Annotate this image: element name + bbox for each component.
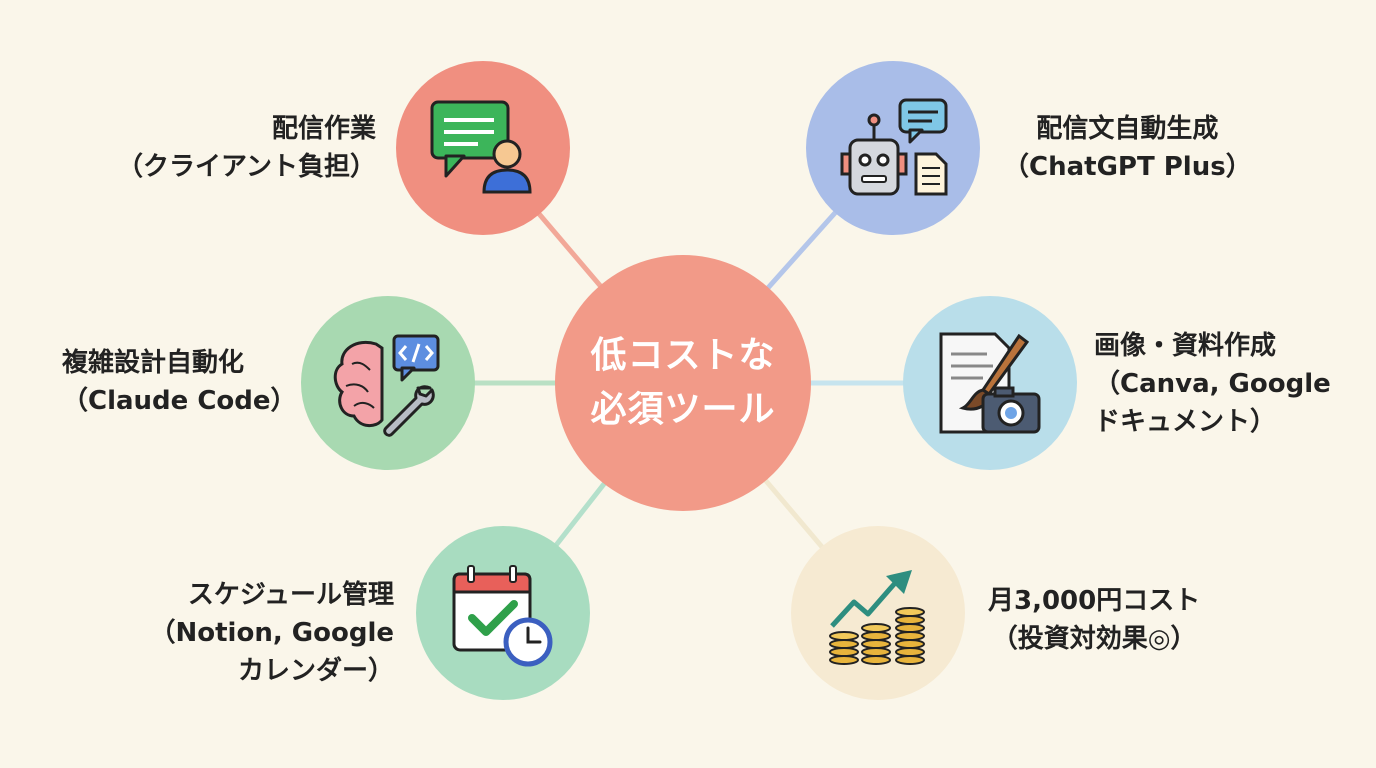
hub-title-line2: 必須ツール: [590, 389, 776, 430]
label-generation-line1: 配信文自動生成: [1036, 114, 1219, 144]
label-image-line3: ドキュメント）: [1094, 407, 1277, 437]
label-image: 画像・資料作成 （Canva, Google ドキュメント）: [1094, 327, 1331, 441]
label-schedule-line3: カレンダー）: [237, 656, 394, 686]
label-image-line1: 画像・資料作成: [1094, 331, 1277, 361]
label-design: 複雑設計自動化 （Claude Code）: [62, 344, 297, 420]
label-schedule-line2: （Notion, Google: [149, 618, 395, 648]
label-schedule: スケジュール管理 （Notion, Google カレンダー）: [150, 576, 395, 690]
hub-title-line1: 低コストな: [590, 335, 776, 376]
coins-growth-icon: [829, 570, 925, 665]
label-design-line2: （Claude Code）: [62, 386, 297, 416]
label-distribution-line2: （クライアント負担）: [117, 152, 376, 182]
hub-circle: 低コストな 必須ツール: [555, 255, 811, 511]
node-design: [301, 296, 475, 470]
label-design-line1: 複雑設計自動化: [62, 348, 245, 378]
chat-person-icon: [430, 100, 532, 194]
label-cost-line1: 月3,000円コスト: [988, 586, 1201, 616]
calendar-check-clock-icon: [452, 565, 553, 667]
robot-chat-icon: [840, 98, 948, 196]
label-distribution: 配信作業 （クライアント負担）: [117, 110, 376, 186]
label-cost: 月3,000円コスト （投資対効果◎）: [988, 582, 1200, 658]
label-generation-line2: （ChatGPT Plus）: [1003, 152, 1252, 182]
label-schedule-line1: スケジュール管理: [187, 580, 394, 610]
label-cost-line2: （投資対効果◎）: [991, 624, 1197, 654]
document-brush-camera-icon: [939, 332, 1041, 434]
label-distribution-line1: 配信作業: [271, 114, 376, 144]
node-cost: [791, 526, 965, 700]
label-image-line2: （Canva, Google: [1094, 369, 1331, 399]
label-generation: 配信文自動生成 （ChatGPT Plus）: [1003, 110, 1252, 186]
brain-code-wrench-icon: [333, 334, 440, 437]
